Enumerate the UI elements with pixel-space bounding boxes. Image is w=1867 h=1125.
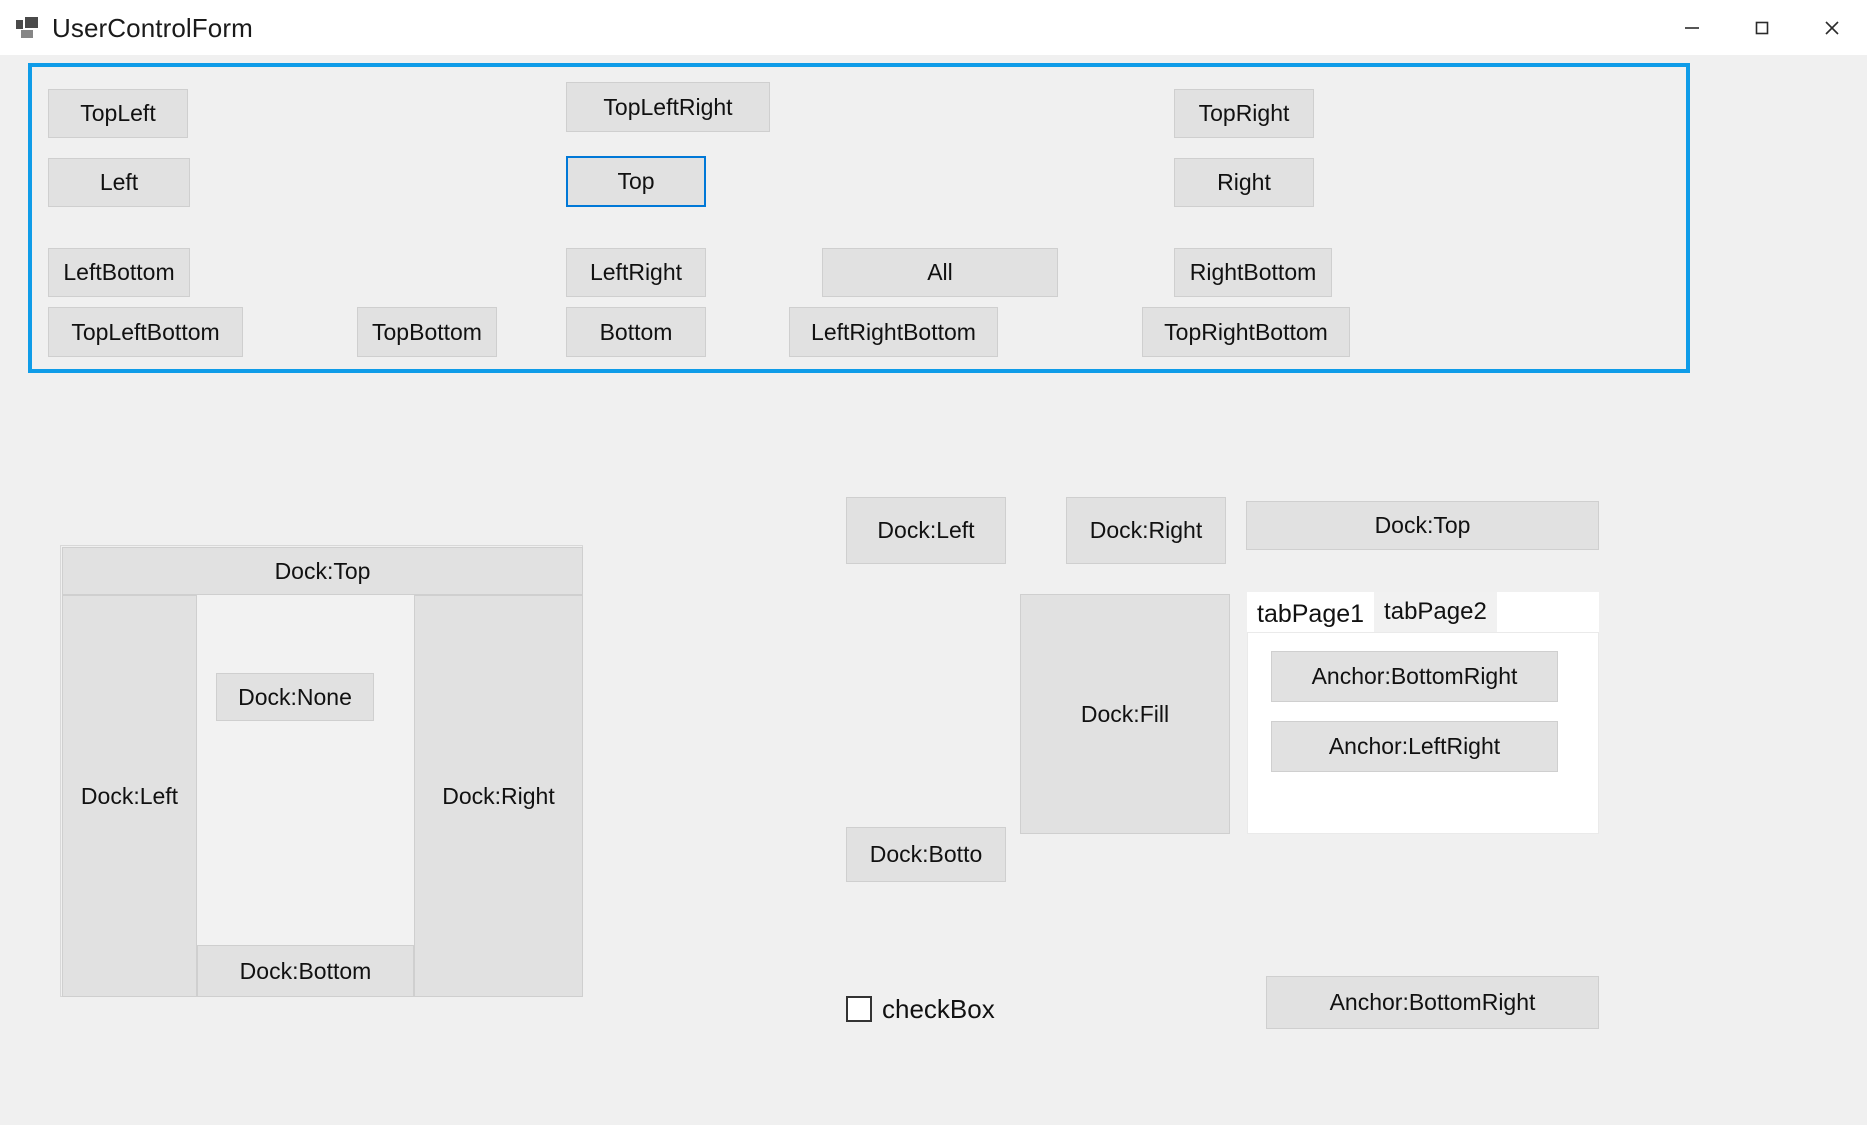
checkbox-input[interactable] [846,996,872,1022]
dock-demo-panel: Dock:Top Dock:Left Dock:Right Dock:None … [60,545,583,997]
title-bar: UserControlForm [0,0,1867,55]
form-icon [16,16,40,40]
dock-bottom-control[interactable]: Dock:Bottom [197,945,414,997]
minimize-button[interactable] [1657,0,1727,55]
anchor-button-topleftbottom[interactable]: TopLeftBottom [48,307,243,357]
anchor-button-all[interactable]: All [822,248,1058,297]
anchor-button-toprightbottom[interactable]: TopRightBottom [1142,307,1350,357]
anchor-button-topbottom[interactable]: TopBottom [357,307,497,357]
dock-right-control[interactable]: Dock:Right [414,595,583,997]
anchor-button-leftrightbottom[interactable]: LeftRightBottom [789,307,998,357]
anchor-button-leftbottom[interactable]: LeftBottom [48,248,190,297]
anchor-button-topright[interactable]: TopRight [1174,89,1314,138]
tab-tabPage1[interactable]: tabPage1 [1247,592,1375,636]
dock-bottom-button[interactable]: Dock:Botto [846,827,1006,882]
anchor-button-topleft[interactable]: TopLeft [48,89,188,138]
dock-top-button[interactable]: Dock:Top [1246,501,1599,550]
window-title: UserControlForm [52,12,253,43]
dock-right-button[interactable]: Dock:Right [1066,497,1226,564]
checkbox-row[interactable]: checkBox [846,996,995,1022]
anchor-button-top[interactable]: Top [566,156,706,207]
anchor-button-right[interactable]: Right [1174,158,1314,207]
maximize-button[interactable] [1727,0,1797,55]
anchor-button-topleftright[interactable]: TopLeftRight [566,82,770,132]
anchor-button-leftright[interactable]: LeftRight [566,248,706,297]
dock-left-control[interactable]: Dock:Left [62,595,197,997]
tabpage-button-anchor-leftright[interactable]: Anchor:LeftRight [1271,721,1558,772]
window-controls [1657,0,1867,55]
dock-fill-host: Dock:None [197,595,414,997]
anchor-bottomright-button[interactable]: Anchor:BottomRight [1266,976,1599,1029]
dock-none-control[interactable]: Dock:None [216,673,374,721]
checkbox-label: checkBox [882,994,995,1024]
tab-tabPage2[interactable]: tabPage2 [1374,592,1497,632]
dock-fill-button[interactable]: Dock:Fill [1020,594,1230,834]
close-button[interactable] [1797,0,1867,55]
anchor-button-rightbottom[interactable]: RightBottom [1174,248,1332,297]
anchor-button-bottom[interactable]: Bottom [566,307,706,357]
tabpage-button-anchor-bottomright[interactable]: Anchor:BottomRight [1271,651,1558,702]
dock-left-button[interactable]: Dock:Left [846,497,1006,564]
dock-top-control[interactable]: Dock:Top [62,547,583,595]
anchor-button-left[interactable]: Left [48,158,190,207]
